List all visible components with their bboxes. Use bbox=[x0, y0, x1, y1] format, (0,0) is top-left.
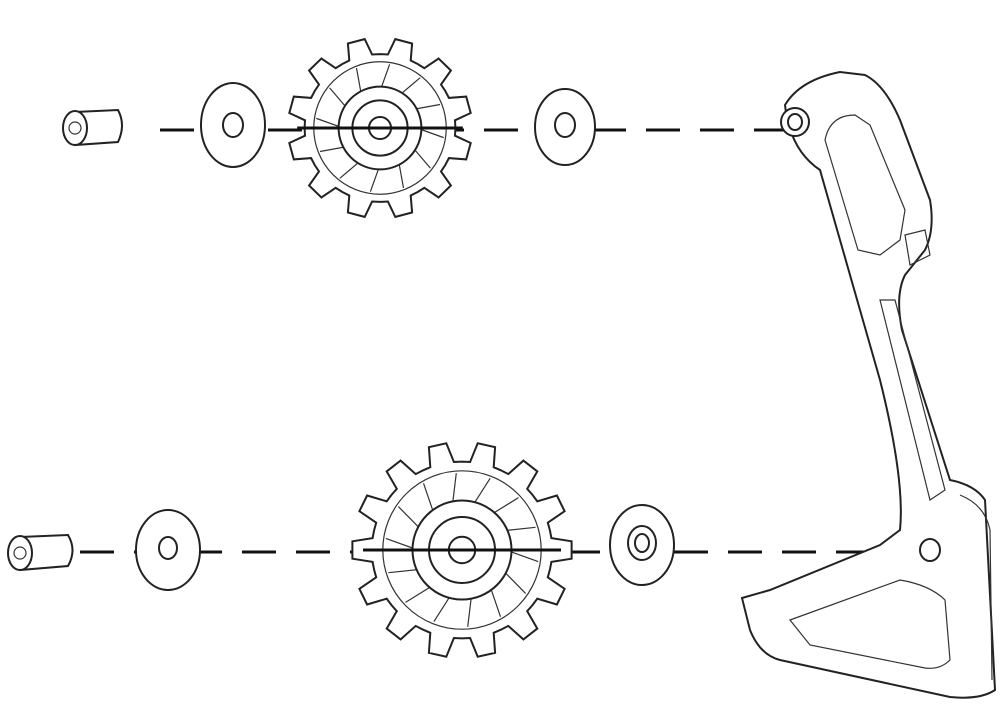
upper-bolt bbox=[62, 108, 123, 147]
lower-outer-washer bbox=[609, 504, 675, 586]
upper-pulley-wheel bbox=[288, 37, 472, 219]
lower-pulley-wheel bbox=[351, 442, 573, 658]
lower-pivot-hole bbox=[919, 538, 941, 562]
lower-bolt bbox=[7, 533, 74, 572]
upper-outer-washer bbox=[534, 88, 596, 166]
upper-inner-washer bbox=[200, 82, 266, 168]
lower-inner-washer bbox=[135, 509, 201, 591]
derailleur-cage bbox=[740, 70, 997, 699]
